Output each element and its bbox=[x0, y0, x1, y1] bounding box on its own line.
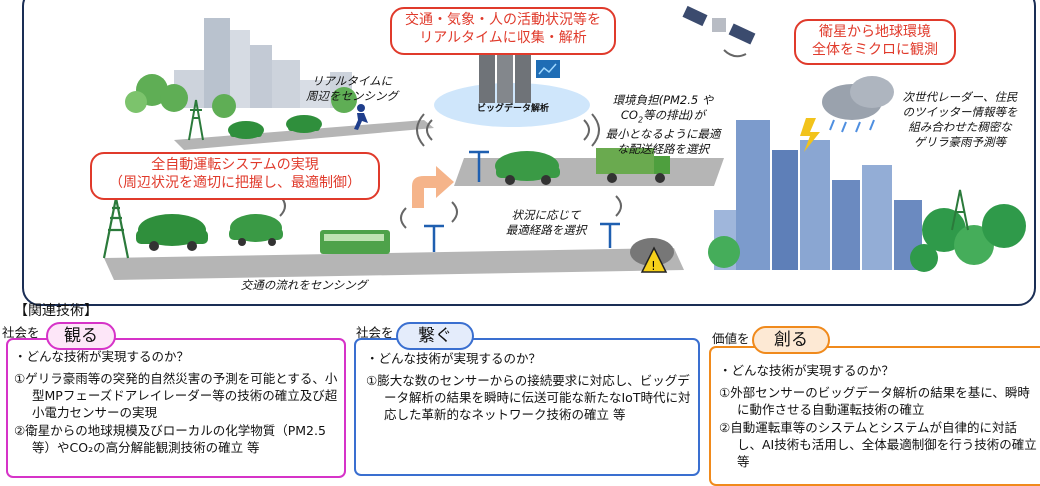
svg-text:!: ! bbox=[651, 259, 656, 273]
note-radar: 次世代レーダー、住民 のツイッター情報等を 組み合わせた稠密な ゲリラ豪雨予測等 bbox=[902, 90, 1018, 149]
rain-cloud-icon bbox=[800, 76, 894, 152]
list-item: ①ゲリラ豪雨等の突発的自然災害の予測を可能とする、小型MPフェーズドアレイレーダ… bbox=[14, 371, 338, 420]
badge-connect: 繋ぐ bbox=[396, 322, 474, 350]
smart-city-illustration: ! bbox=[22, 0, 1036, 306]
pylon-right-icon bbox=[951, 189, 969, 231]
bigdata-label: ビッグデータ解析 bbox=[476, 104, 549, 114]
lower-road-icon bbox=[104, 248, 684, 280]
car-lower-2-icon bbox=[229, 214, 283, 246]
callout-bigdata: 交通・気象・人の活動状況等を リアルタイムに収集・解析 bbox=[390, 7, 616, 55]
satellite-icon bbox=[682, 5, 756, 58]
antenna-lower-1-icon bbox=[424, 224, 444, 252]
scene-artwork: ! bbox=[102, 5, 1026, 280]
list-item: ①膨大な数のセンサーからの接続要求に対応し、ビッグデータ解析の結果を瞬時に伝送可… bbox=[366, 373, 691, 422]
badge-observe: 観る bbox=[46, 322, 116, 350]
list-item: ②衛星からの地球規模及びローカルの化学物質（PM2.5等）やCO₂の高分解能観測… bbox=[14, 423, 326, 455]
pedestrian-icon bbox=[354, 104, 368, 130]
bus-icon bbox=[320, 230, 390, 254]
badge-create: 創る bbox=[752, 326, 830, 354]
note-environment: 環境負担(PM2.5 や CO2等の排出)が 最小となるように最適 な配送経路を… bbox=[605, 93, 721, 157]
hazard-rock-icon: ! bbox=[630, 238, 674, 273]
middle-road-icon bbox=[454, 158, 724, 186]
callout-satellite: 衛星から地球環境 全体をミクロに観測 bbox=[794, 19, 956, 65]
related-tech-header: 【関連技術】 bbox=[14, 303, 98, 319]
note-route: 状況に応じて 最適経路を選択 bbox=[505, 208, 587, 237]
pylon-top-icon bbox=[188, 99, 204, 141]
city-buildings-right-icon bbox=[714, 120, 922, 270]
panel-create-prefix: 価値を bbox=[712, 331, 750, 346]
upper-road-icon bbox=[174, 120, 434, 150]
antenna-middle-icon bbox=[469, 150, 489, 182]
trees-left-icon bbox=[125, 74, 357, 118]
note-realtime: リアルタイムに 周辺をセンシング bbox=[306, 74, 398, 103]
panel-observe-prefix: 社会を bbox=[2, 325, 40, 340]
data-cloud-icon bbox=[434, 53, 590, 127]
trees-right-icon bbox=[708, 204, 1026, 272]
note-traffic: 交通の流れをセンシング bbox=[240, 278, 368, 292]
car-middle-icon bbox=[495, 151, 560, 185]
panel-connect-prefix: 社会を bbox=[356, 325, 394, 340]
callout-autodrive: 全自動運転システムの実現 （周辺状況を適切に把握し、最適制御） bbox=[90, 152, 380, 200]
list-item: ②自動運転車等のシステムとシステムが自律的に対話し、AI技術も活用し、全体最適制… bbox=[719, 420, 1037, 469]
antenna-lower-2-icon bbox=[600, 222, 620, 248]
car-lower-1-icon bbox=[136, 214, 208, 251]
panel-connect: ・どんな技術が実現するのか？ ①膨大な数のセンサーからの接続要求に対応し、ビッグ… bbox=[354, 338, 700, 476]
panel-create: ・どんな技術が実現するのか？ ①外部センサーのビッグデータ解析の結果を基に、瞬時… bbox=[709, 346, 1040, 486]
list-item: ①外部センサーのビッグデータ解析の結果を基に、瞬時に動作させる自動運転技術の確立 bbox=[719, 385, 1030, 417]
panel-observe: ・どんな技術が実現するのか？ ①ゲリラ豪雨等の突発的自然災害の予測を可能とする、… bbox=[6, 338, 346, 478]
pylon-lower-icon bbox=[102, 197, 130, 259]
route-arrow-icon bbox=[412, 166, 454, 208]
small-cars-icon bbox=[228, 115, 322, 139]
truck-icon bbox=[596, 148, 670, 183]
signal-waves-icon bbox=[279, 113, 622, 229]
